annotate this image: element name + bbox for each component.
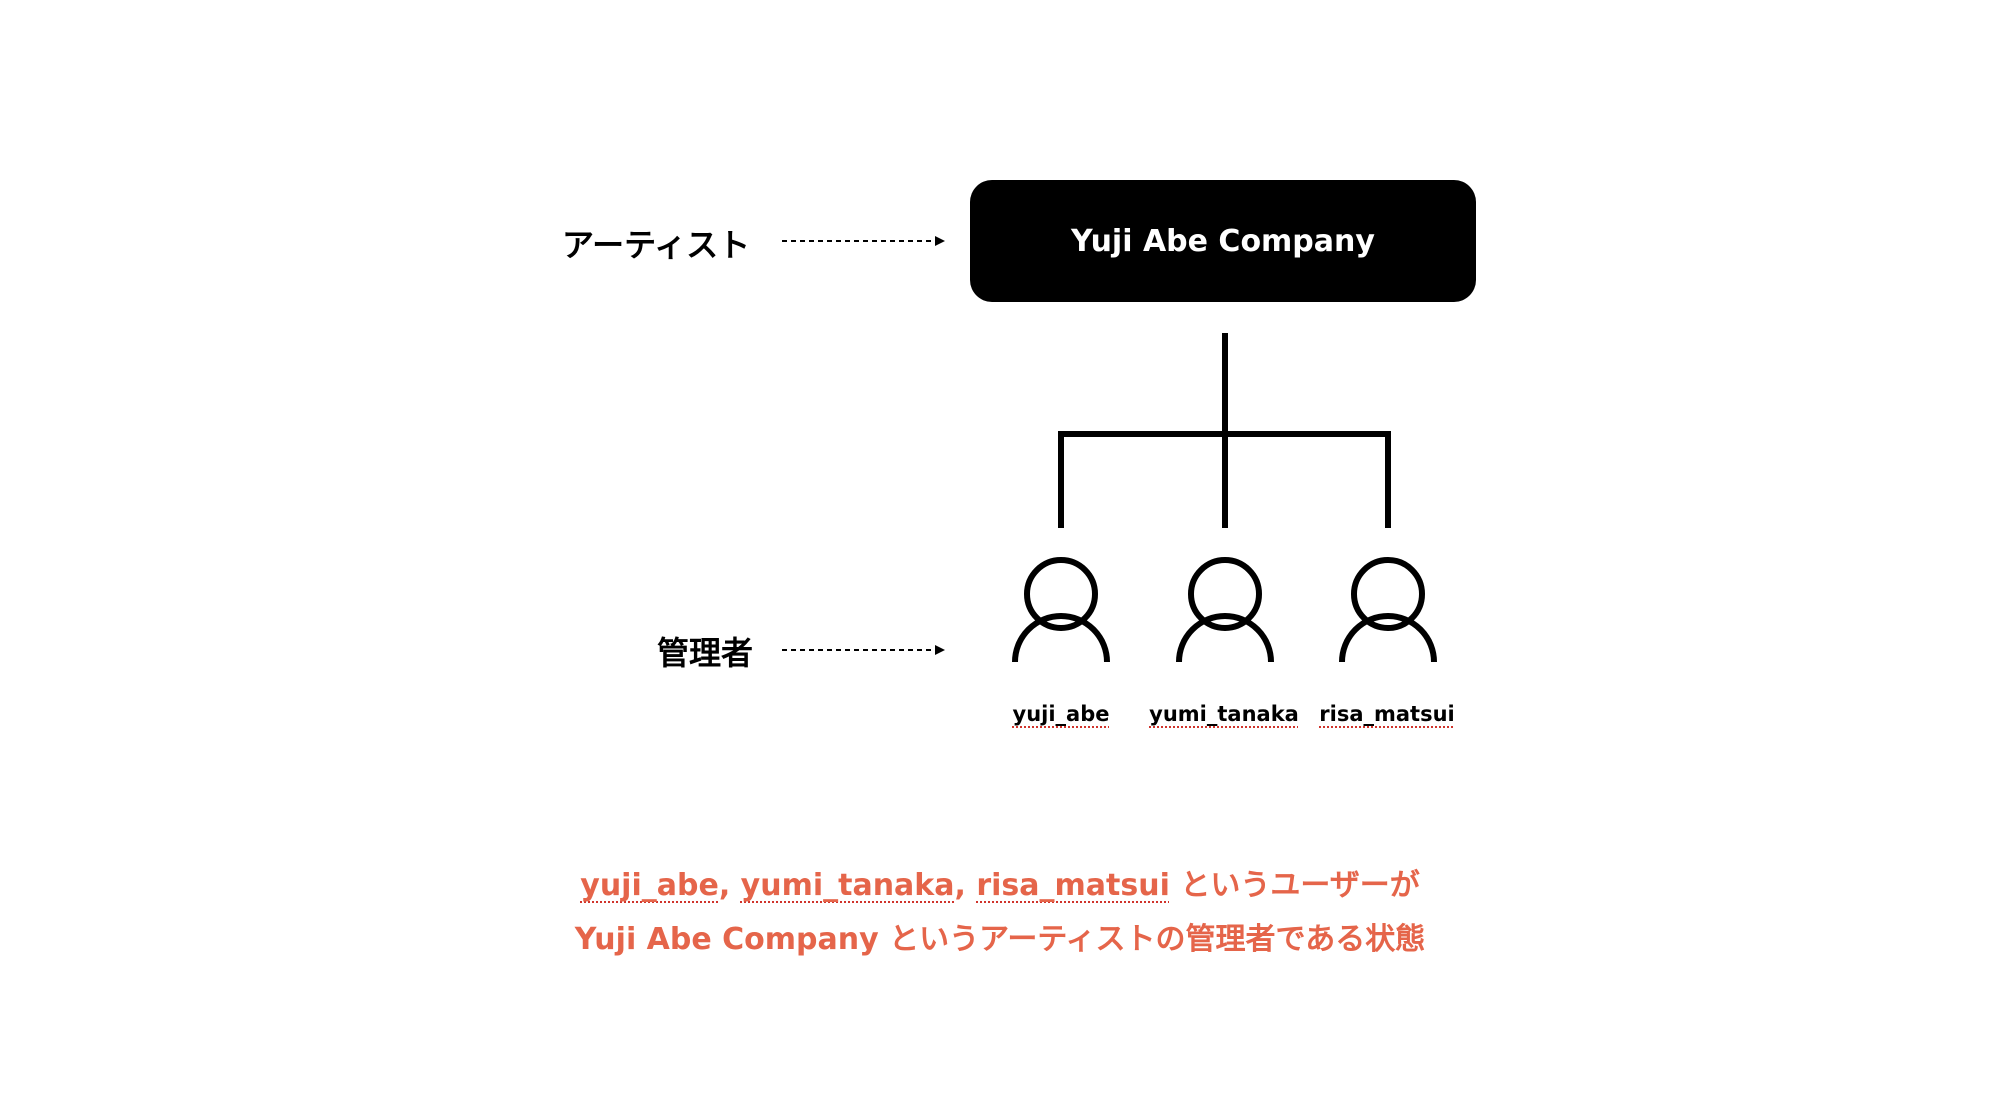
organization-name: Yuji Abe Company	[1071, 223, 1375, 259]
caption-user-2: yumi_tanaka	[740, 868, 955, 903]
caption-line-2: Yuji Abe Company というアーティストの管理者である状態	[574, 922, 1426, 957]
caption-user-1: yuji_abe	[580, 868, 719, 903]
caption-separator: ,	[954, 868, 977, 903]
caption-line-1: yuji_abe, yumi_tanaka, risa_matsui というユー…	[0, 860, 2000, 904]
artist-label: アーティスト	[562, 226, 751, 264]
caption-user-3: risa_matsui	[976, 868, 1170, 903]
user-icon	[1176, 557, 1274, 663]
user-icon	[1339, 557, 1437, 663]
tree-connector	[1058, 333, 1391, 528]
user-name-label: yuji_abe	[1012, 702, 1110, 726]
user-name-label: yumi_tanaka	[1149, 702, 1299, 726]
caption-suffix: というユーザーが	[1169, 868, 1420, 903]
user-icon	[1012, 557, 1110, 663]
user-name-label: risa_matsui	[1319, 702, 1455, 726]
organization-box: Yuji Abe Company	[970, 180, 1476, 302]
admin-label: 管理者	[657, 634, 754, 672]
caption-separator: ,	[718, 868, 741, 903]
